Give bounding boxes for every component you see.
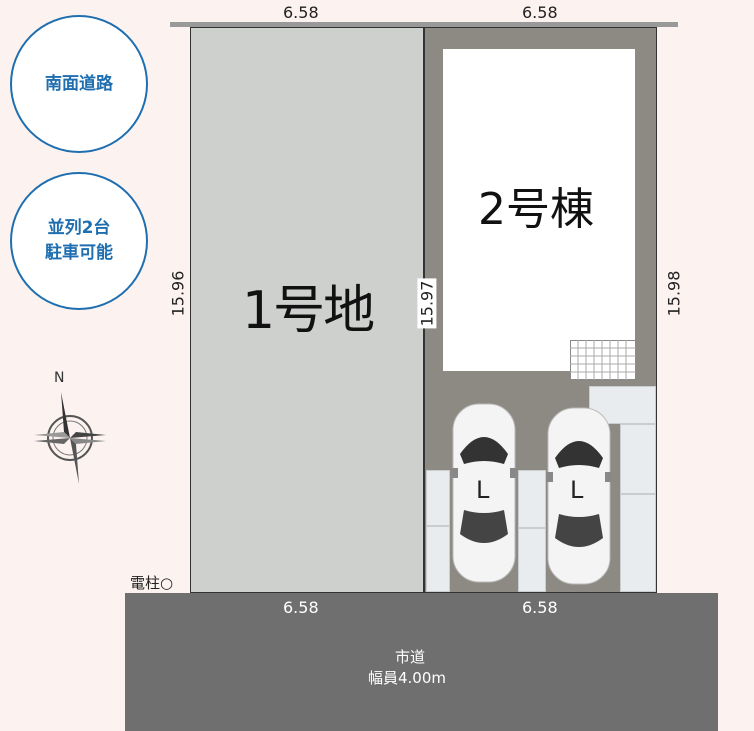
lot-1	[190, 27, 424, 593]
south-road-text: 南面道路	[45, 73, 113, 94]
grid-window-icon	[570, 340, 636, 380]
dim-middle: 15.97	[417, 278, 437, 329]
compass: N	[30, 370, 110, 495]
utility-pole-label: 電柱○	[130, 574, 174, 592]
lot-1-label: 1号地	[242, 281, 375, 341]
car-2-icon	[547, 407, 611, 585]
dim-right: 15.98	[664, 270, 684, 317]
north-label: N	[54, 370, 65, 386]
parking-badge: 並列2台 駐車可能	[10, 172, 148, 310]
dim-bottom-right: 6.58	[522, 598, 558, 617]
south-road-badge: 南面道路	[10, 15, 148, 153]
car-2-label: L	[570, 476, 584, 504]
building-2	[443, 49, 635, 371]
dim-top-right: 6.58	[522, 3, 558, 22]
road-width: 幅員4.00m	[368, 669, 447, 687]
dim-top-left: 6.58	[283, 3, 319, 22]
road-name: 市道	[395, 648, 426, 666]
dim-bottom-left: 6.58	[283, 598, 319, 617]
building-2-label: 2号棟	[478, 184, 594, 235]
parking-text-line1: 並列2台	[47, 218, 111, 239]
car-1-icon	[452, 403, 516, 583]
dim-left: 15.96	[168, 270, 188, 317]
parking-text-line2: 駐車可能	[45, 243, 113, 263]
city-road	[125, 593, 718, 731]
top-boundary-line	[170, 22, 678, 27]
car-1-label: L	[476, 476, 490, 504]
compass-rose-icon	[34, 392, 106, 484]
